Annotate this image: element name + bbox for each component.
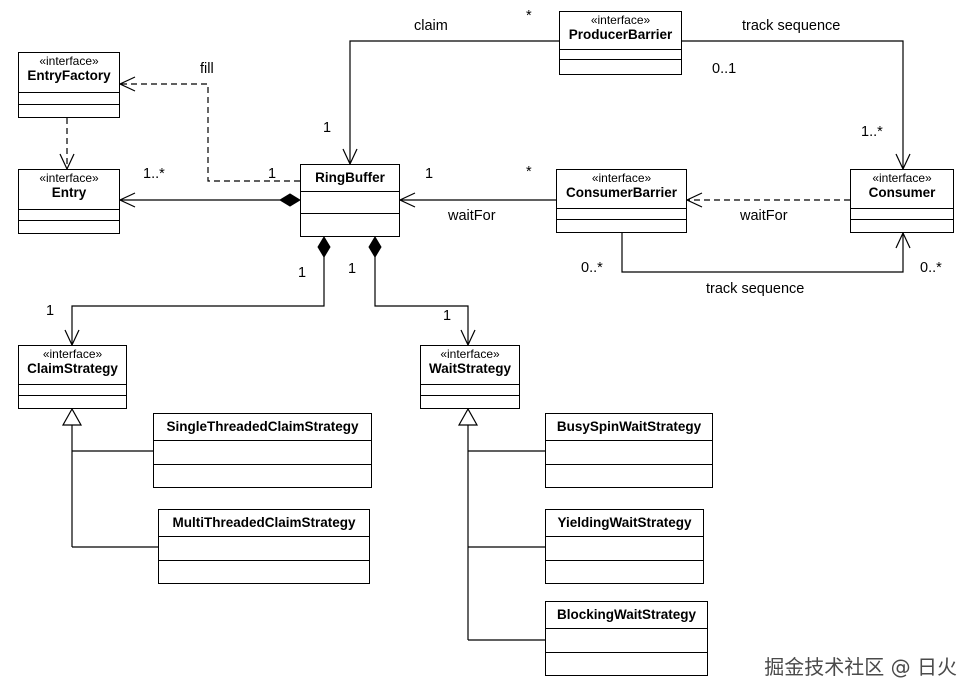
label-track-sequence-bottom: track sequence	[706, 281, 805, 297]
busy-spin-attributes	[546, 441, 712, 465]
label-wait-strategy-multiplicity-top: 1	[348, 261, 357, 277]
entry-composition-diamond	[279, 193, 301, 207]
class-busy-spin-wait-strategy: BusySpinWaitStrategy	[545, 413, 713, 488]
class-wait-strategy: «interface» WaitStrategy	[420, 345, 520, 409]
label-claim: claim	[414, 18, 448, 34]
class-producer-barrier: «interface» ProducerBarrier	[559, 11, 682, 75]
class-blocking-wait-strategy: BlockingWaitStrategy	[545, 601, 708, 676]
track-sequence-bottom-association	[621, 233, 904, 273]
wait-strategy-attributes	[421, 385, 519, 396]
label-fill-multiplicity-one: 1	[268, 166, 277, 182]
wait-strategy-composition-line	[374, 257, 469, 345]
producer-barrier-attributes	[560, 50, 681, 60]
track-sequence-bottom-arrowhead	[895, 231, 911, 249]
claim-strategy-attributes	[19, 385, 126, 396]
class-entry-factory: «interface» EntryFactory	[18, 52, 120, 118]
multi-threaded-attributes	[159, 537, 369, 561]
wait-for-right-arrowhead	[685, 192, 703, 208]
label-claim-strategy-multiplicity-bottom: 1	[46, 303, 55, 319]
label-track-top-multiplicity-1-star: 1..*	[861, 124, 883, 140]
label-claim-strategy-multiplicity-top: 1	[298, 265, 307, 281]
entry-name: Entry	[51, 185, 87, 200]
class-consumer: «interface» Consumer	[850, 169, 954, 233]
blocking-wait-strategy-name: BlockingWaitStrategy	[556, 607, 697, 622]
yielding-wait-strategy-name: YieldingWaitStrategy	[557, 515, 692, 530]
claim-strategy-stereotype: «interface»	[42, 347, 103, 361]
class-claim-strategy: «interface» ClaimStrategy	[18, 345, 127, 409]
yielding-attributes	[546, 537, 703, 561]
label-claim-multiplicity-star: *	[526, 8, 532, 24]
label-wait-strategy-multiplicity-bottom: 1	[443, 308, 452, 324]
fill-arrowhead	[118, 76, 136, 92]
multi-threaded-claim-strategy-name: MultiThreadedClaimStrategy	[172, 515, 356, 530]
label-fill: fill	[200, 61, 214, 77]
producer-barrier-name: ProducerBarrier	[568, 27, 673, 42]
wait-for-left-arrowhead	[398, 192, 416, 208]
producer-barrier-stereotype: «interface»	[590, 13, 651, 27]
blocking-attributes	[546, 629, 707, 653]
claim-strategy-name: ClaimStrategy	[27, 361, 118, 376]
consumer-attributes	[851, 209, 953, 220]
class-consumer-barrier: «interface» ConsumerBarrier	[556, 169, 687, 233]
label-track-bottom-multiplicity-left: 0..*	[581, 260, 603, 276]
watermark-text: 掘金技术社区 @ 日火	[764, 655, 957, 679]
class-single-threaded-claim-strategy: SingleThreadedClaimStrategy	[153, 413, 372, 488]
consumer-stereotype: «interface»	[872, 171, 932, 185]
class-yielding-wait-strategy: YieldingWaitStrategy	[545, 509, 704, 584]
label-wait-for-right: waitFor	[740, 208, 788, 224]
ring-buffer-name: RingBuffer	[315, 170, 385, 185]
single-threaded-claim-strategy-name: SingleThreadedClaimStrategy	[166, 419, 359, 434]
entry-stereotype: «interface»	[39, 171, 99, 185]
label-track-bottom-multiplicity-right: 0..*	[920, 260, 942, 276]
label-track-sequence-top: track sequence	[742, 18, 841, 34]
consumer-barrier-name: ConsumerBarrier	[565, 185, 678, 200]
entry-factory-stereotype: «interface»	[39, 54, 99, 68]
consumer-barrier-stereotype: «interface»	[591, 171, 652, 185]
fill-dependency	[120, 83, 300, 182]
consumer-barrier-attributes	[557, 209, 686, 220]
ring-buffer-attributes	[301, 192, 399, 214]
class-ring-buffer: RingBuffer	[300, 164, 400, 237]
wait-strategy-stereotype: «interface»	[440, 347, 500, 361]
wait-strategy-name: WaitStrategy	[428, 361, 511, 376]
label-claim-multiplicity-one: 1	[323, 120, 332, 136]
track-sequence-top-association	[682, 40, 904, 169]
label-wait-for-left-multiplicity-star: *	[526, 164, 532, 180]
claim-strategy-composition-diamond	[317, 236, 331, 258]
wait-strategy-generalization-triangle	[457, 407, 479, 426]
claim-strategy-composition-line	[71, 257, 325, 345]
busy-spin-wait-strategy-name: BusySpinWaitStrategy	[556, 419, 702, 434]
entry-attributes	[19, 210, 119, 221]
label-wait-for-left-multiplicity-one: 1	[425, 166, 434, 182]
claim-strategy-generalization-triangle	[61, 407, 83, 426]
label-track-top-multiplicity-0-1: 0..1	[712, 61, 737, 77]
single-threaded-attributes	[154, 441, 371, 465]
entry-factory-attributes	[19, 93, 119, 105]
consumer-name: Consumer	[868, 185, 936, 200]
wait-strategy-composition-diamond	[368, 236, 382, 258]
claim-association	[349, 40, 559, 164]
label-wait-for-left: waitFor	[448, 208, 496, 224]
label-entry-multiplicity-1-star: 1..*	[143, 166, 165, 182]
class-entry: «interface» Entry	[18, 169, 120, 234]
class-multi-threaded-claim-strategy: MultiThreadedClaimStrategy	[158, 509, 370, 584]
entry-composition-arrowhead	[118, 192, 136, 208]
entry-factory-name: EntryFactory	[27, 68, 111, 83]
